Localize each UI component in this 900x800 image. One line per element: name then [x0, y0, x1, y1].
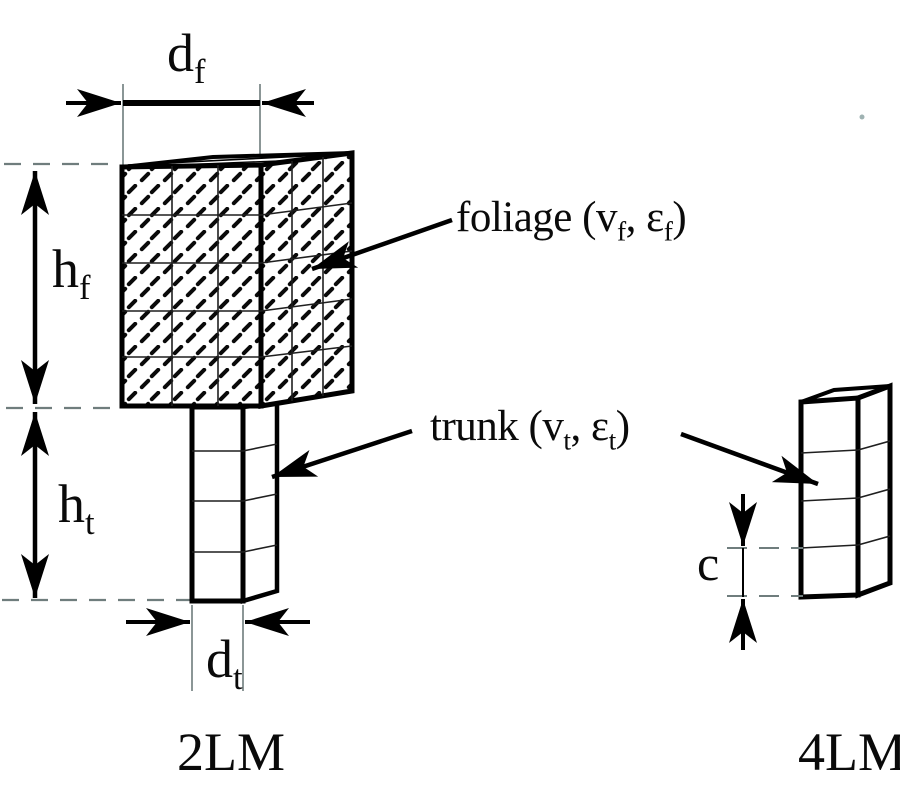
trunk-box: [189, 400, 280, 605]
fourlm-front-face: [798, 395, 861, 600]
label-df: df: [167, 23, 206, 91]
trunk-front-face: [189, 404, 246, 604]
guide-lines: [2, 162, 190, 602]
dimension-c: [727, 494, 803, 650]
foliage-front-face: [119, 162, 264, 409]
fourlm-column: [798, 382, 893, 600]
foliage-leader-arrow: [311, 217, 453, 272]
label-model-2lm: 2LM: [177, 722, 285, 782]
foliage-side-face: [258, 150, 355, 409]
label-hf: hf: [52, 239, 91, 307]
label-ht: ht: [58, 474, 95, 542]
scan-artifact-dot: [859, 114, 865, 120]
label-trunk: trunk (vt, εt): [430, 403, 630, 456]
label-model-4lm: 4LM: [798, 722, 900, 782]
trunk-leader-arrow-left: [271, 428, 413, 480]
foliage-grid: [122, 157, 353, 406]
trunk-side-face: [240, 400, 280, 605]
label-foliage: foliage (vf, εf): [456, 194, 687, 247]
foliage-box: [119, 150, 355, 409]
label-c: c: [697, 535, 720, 591]
extension-lines: [122, 84, 261, 691]
label-dt: dt: [206, 629, 243, 697]
trunk-leader-arrow-right: [680, 431, 819, 487]
